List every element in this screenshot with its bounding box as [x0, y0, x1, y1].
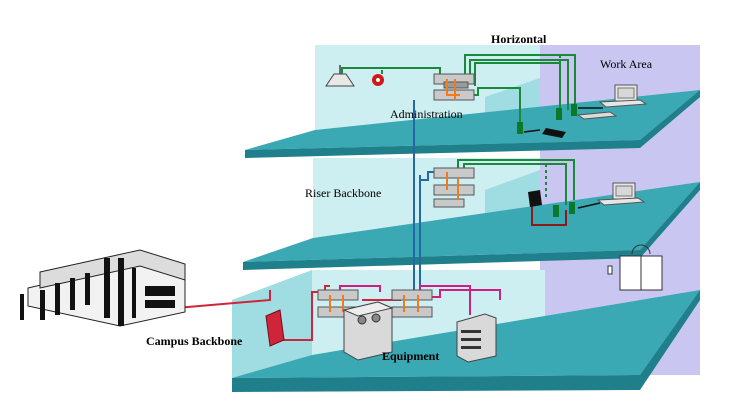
wall-outlet-icon [553, 205, 559, 217]
horizontal-cables-middle-red [531, 205, 567, 226]
telephone-icon [523, 128, 566, 138]
middle-floor-edge [243, 250, 640, 270]
riser-patch-panels [433, 167, 475, 208]
ground-floor-edge [232, 375, 640, 392]
computer-icon [577, 182, 646, 209]
label-riser-backbone: Riser Backbone [305, 186, 381, 200]
equipment-cabinet-icon [342, 301, 394, 361]
alarm-bell-icon [372, 74, 384, 86]
equipment-cables [339, 285, 501, 315]
ceiling-lamp-icon [325, 65, 355, 87]
server-rack-icon [456, 313, 497, 363]
telephone-icon [528, 190, 542, 207]
equipment-patch-panels-right [391, 289, 433, 318]
wall-outlet-icon [556, 108, 562, 120]
computer-icon [576, 84, 648, 120]
wall-outlet-icon [517, 122, 523, 134]
top-floor-edge [245, 140, 640, 158]
label-horizontal: Horizontal [491, 32, 547, 46]
wall-outlet-icon [569, 202, 575, 214]
top-floor-slab [245, 90, 700, 150]
administration-patch-panels [433, 73, 475, 101]
label-administration: Administration [390, 107, 463, 121]
wall-outlet-icon [571, 104, 577, 116]
label-equipment: Equipment [382, 349, 439, 363]
middle-floor-slab [243, 182, 700, 262]
equipment-patch-panels-left [317, 289, 359, 318]
campus-building-icon [20, 249, 186, 327]
label-work-area: Work Area [600, 57, 653, 71]
middle-floor [243, 158, 700, 270]
entrance-panel [265, 309, 285, 347]
horizontal-cables-top [341, 54, 576, 128]
window-icon [607, 244, 663, 291]
label-campus-backbone: Campus Backbone [146, 334, 243, 348]
